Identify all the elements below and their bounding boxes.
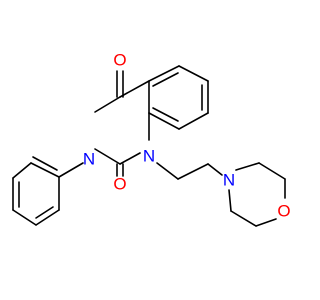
bond: [178, 65, 209, 82]
atom-labels: O N N O N O: [83, 51, 291, 221]
bond: [156, 162, 179, 180]
carbonyl-bonds: [116, 70, 124, 177]
molecule-structure-diagram: O N N O N O: [12, 51, 291, 227]
bond: [35, 206, 54, 219]
morpholine-ring: [228, 162, 286, 227]
bond: [152, 107, 179, 122]
bond: [152, 72, 179, 87]
pyrimidinedione-ring: [94, 80, 150, 165]
bond: [230, 210, 257, 227]
benzo-ring: [148, 65, 209, 130]
bond: [35, 209, 60, 226]
bond: [177, 163, 209, 180]
bond: [12, 162, 32, 179]
bond: [255, 218, 277, 227]
bond: [119, 80, 150, 98]
ethyl-linker: [156, 162, 223, 180]
carbonyl-oxygen-top-label: O: [113, 51, 126, 70]
bond: [58, 162, 84, 178]
bond: [207, 163, 223, 176]
bond: [148, 65, 180, 82]
phenyl-ring: [12, 156, 84, 226]
bond: [94, 148, 121, 165]
bond: [94, 96, 121, 113]
bond: [178, 112, 209, 130]
ethyl-nitrogen-label: N: [143, 147, 155, 166]
morpholine-nitrogen-label: N: [223, 171, 235, 190]
bond: [235, 162, 260, 171]
bond: [30, 162, 60, 178]
bond: [148, 112, 180, 130]
bond: [12, 209, 37, 226]
morpholine-oxygen-label: O: [277, 202, 290, 221]
phenyl-nitrogen-label: N: [83, 150, 95, 169]
carbonyl-oxygen-bottom-label: O: [113, 175, 126, 194]
bond: [258, 162, 286, 180]
bond: [119, 152, 141, 165]
bond: [32, 156, 58, 171]
bond: [228, 189, 232, 212]
